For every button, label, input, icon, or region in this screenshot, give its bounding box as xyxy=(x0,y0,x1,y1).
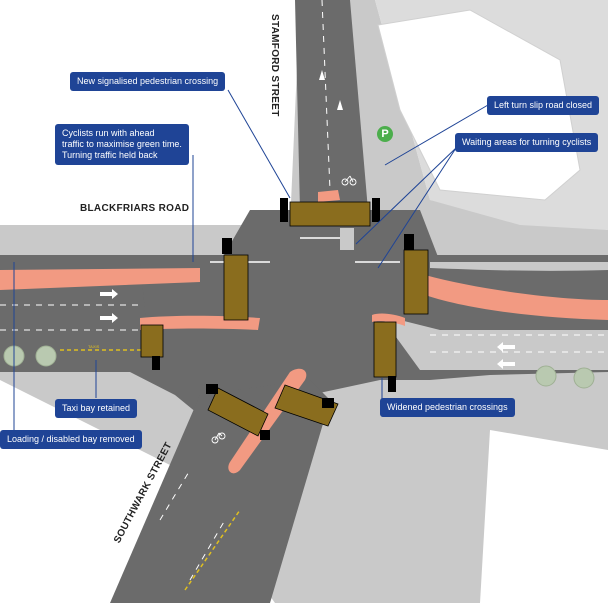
lane-arrow-icon xyxy=(100,70,515,369)
crossing-blackfriars-west xyxy=(223,254,249,321)
callout-cyclists-line2: traffic to maximise green time. xyxy=(62,139,182,149)
callout-waiting-areas: Waiting areas for turning cyclists xyxy=(455,133,599,152)
traffic-islands xyxy=(340,228,608,271)
signal-heads xyxy=(152,198,414,440)
callout-taxi-bay: Taxi bay retained xyxy=(55,399,138,418)
crossing-southwark-b xyxy=(274,384,339,427)
taxi-bay: TAXIS xyxy=(60,344,241,591)
callout-slip-road: Left turn slip road closed xyxy=(487,96,600,115)
crossing-east-lower xyxy=(373,321,397,378)
road-label-blackfriars: BLACKFRIARS ROAD xyxy=(80,203,190,214)
callout-cyclists: Cyclists run with ahead traffic to maxim… xyxy=(55,124,189,165)
road-label-stamford: STAMFORD STREET xyxy=(269,14,280,117)
callout-loading-bay: Loading / disabled bay removed xyxy=(0,430,142,449)
callout-widened-crossings: Widened pedestrian crossings xyxy=(380,398,515,417)
callout-new-crossing: New signalised pedestrian crossing xyxy=(70,72,226,91)
callout-cyclists-line3: Turning traffic held back xyxy=(62,150,158,160)
pedestrian-crossings xyxy=(140,201,429,437)
crossing-southwark-a xyxy=(207,387,269,437)
callout-leaders xyxy=(13,89,489,430)
lane-markings xyxy=(0,0,608,580)
crossing-blackfriars-east xyxy=(403,249,429,315)
crossing-west-lower xyxy=(140,324,164,358)
bicycle-icon xyxy=(211,175,357,444)
taxi-marking: TAXIS xyxy=(88,344,100,349)
parking-icon: P xyxy=(377,126,393,142)
callout-cyclists-line1: Cyclists run with ahead xyxy=(62,128,155,138)
crossing-stamford xyxy=(289,201,371,227)
